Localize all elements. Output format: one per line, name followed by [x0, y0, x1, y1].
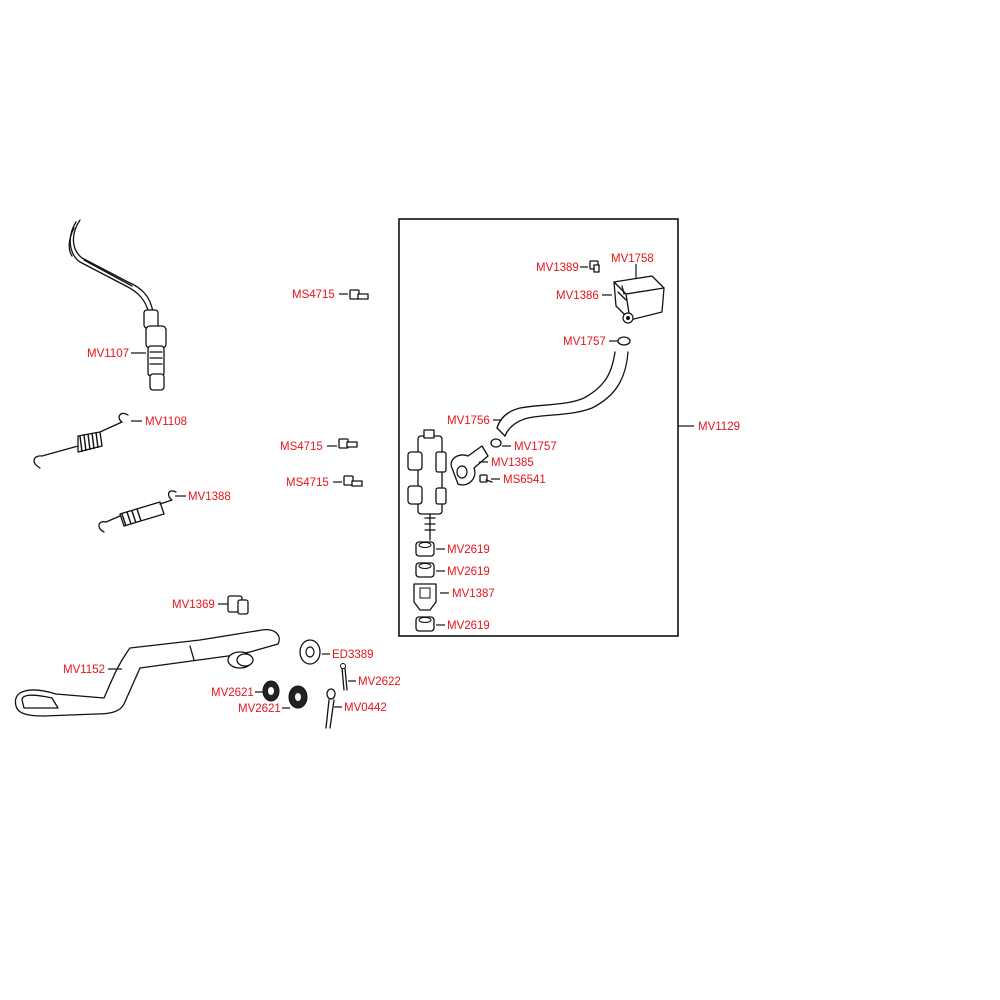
label-mv1386[interactable]: MV1386 [556, 290, 599, 302]
label-mv2621-b[interactable]: MV2621 [238, 703, 281, 715]
nut-mv2619-a[interactable] [415, 541, 435, 557]
label-mv1757-a[interactable]: MV1757 [563, 336, 606, 348]
label-mv1756[interactable]: MV1756 [447, 415, 490, 427]
reservoir-mv1386[interactable] [613, 275, 665, 324]
label-mv1107[interactable]: MV1107 [87, 348, 129, 360]
pedal-mv1152[interactable] [14, 629, 280, 717]
screw-ms4715-b[interactable] [338, 438, 358, 449]
pin-mv2622[interactable] [340, 663, 348, 691]
screw-mv1389[interactable] [589, 260, 600, 273]
label-mv2619-b[interactable]: MV2619 [447, 566, 490, 578]
label-ms4715-a[interactable]: MS4715 [292, 289, 335, 301]
label-mv1385[interactable]: MV1385 [491, 457, 534, 469]
label-mv1152[interactable]: MV1152 [63, 664, 105, 676]
assembly-box [398, 218, 679, 637]
label-mv1389[interactable]: MV1389 [536, 262, 579, 274]
label-mv1387[interactable]: MV1387 [452, 588, 495, 600]
fitting-mv1385[interactable] [450, 445, 489, 486]
label-mv1369[interactable]: MV1369 [172, 599, 215, 611]
label-mv1757-b[interactable]: MV1757 [514, 441, 557, 453]
label-mv1129[interactable]: MV1129 [698, 421, 740, 433]
clip-mv1757-b[interactable] [490, 438, 502, 448]
cable-mv1107[interactable] [68, 219, 167, 391]
pin-mv0442[interactable] [325, 688, 336, 729]
label-ms4715-b[interactable]: MS4715 [280, 441, 323, 453]
master-cylinder[interactable] [407, 429, 447, 541]
label-ed3389[interactable]: ED3389 [332, 649, 374, 661]
label-mv1108[interactable]: MV1108 [145, 416, 187, 428]
label-mv1758[interactable]: MV1758 [611, 253, 654, 265]
screw-ms4715-c[interactable] [343, 475, 363, 487]
washer-mv2621-a[interactable] [262, 680, 280, 702]
label-ms6541[interactable]: MS6541 [503, 474, 546, 486]
bolt-mv1369[interactable] [227, 595, 249, 615]
label-mv2619-c[interactable]: MV2619 [447, 620, 490, 632]
washer-ed3389[interactable] [299, 639, 321, 665]
label-mv2621-a[interactable]: MV2621 [211, 687, 254, 699]
nut-mv2619-b[interactable] [415, 562, 435, 578]
nut-mv2619-c[interactable] [415, 616, 435, 632]
label-mv1388[interactable]: MV1388 [188, 491, 231, 503]
screw-ms6541[interactable] [479, 474, 493, 483]
hose-mv1756[interactable] [496, 351, 629, 437]
spring-mv1108[interactable] [33, 412, 129, 469]
spring-mv1388[interactable] [98, 490, 177, 533]
screw-ms4715-a[interactable] [349, 289, 369, 300]
clip-mv1757-a[interactable] [617, 336, 631, 346]
label-mv2622[interactable]: MV2622 [358, 676, 401, 688]
label-mv0442[interactable]: MV0442 [344, 702, 387, 714]
label-ms4715-c[interactable]: MS4715 [286, 477, 329, 489]
clevis-mv1387[interactable] [413, 583, 437, 611]
label-mv2619-a[interactable]: MV2619 [447, 544, 490, 556]
washer-mv2621-b[interactable] [288, 685, 308, 709]
